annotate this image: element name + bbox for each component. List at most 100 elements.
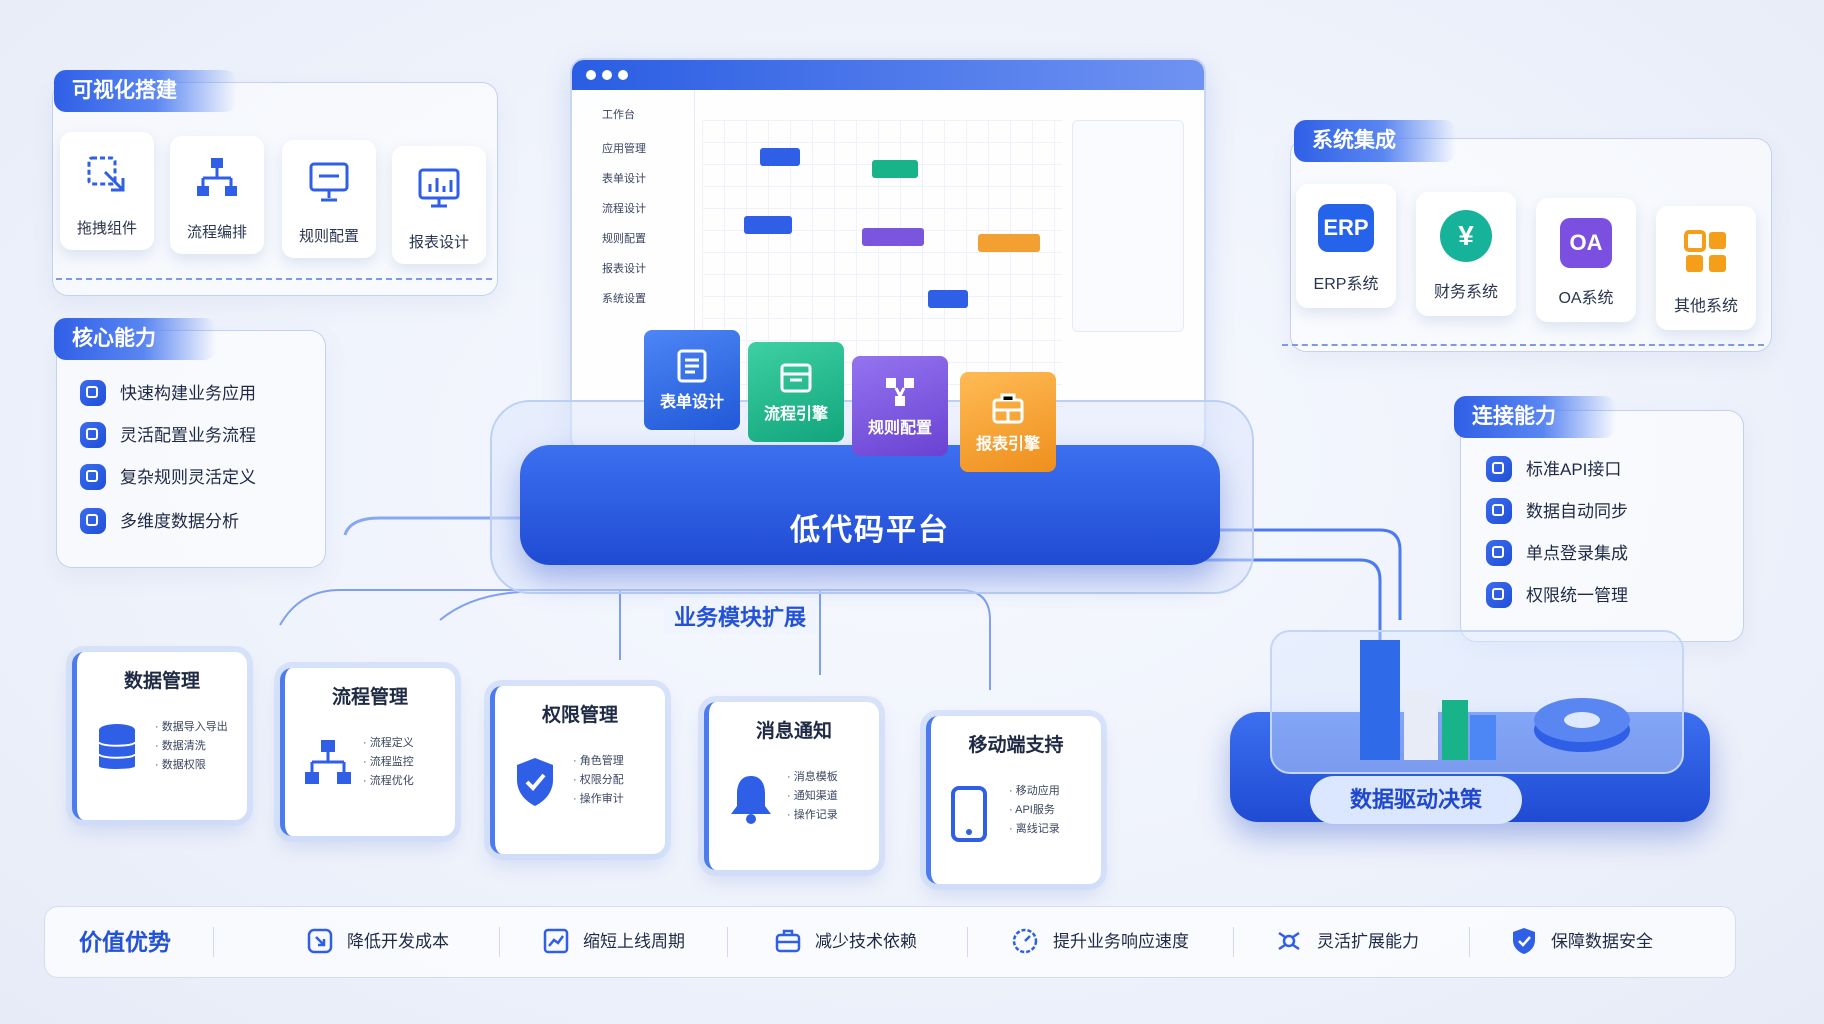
flow-node[interactable] — [862, 228, 924, 246]
menu-item[interactable]: 应用管理 — [602, 143, 646, 155]
menu-item[interactable]: 表单设计 — [602, 173, 646, 185]
sso-icon — [1486, 539, 1512, 566]
bell-icon — [731, 776, 771, 824]
module-title: 移动端支持 — [968, 735, 1064, 756]
flow-node[interactable] — [978, 234, 1040, 252]
module-title: 数据管理 — [123, 671, 200, 692]
module-permission-management[interactable]: 权限管理 角色管理 权限分配 操作审计 — [490, 686, 665, 854]
database-icon — [98, 724, 136, 769]
shield-icon — [517, 758, 553, 806]
permission-user-icon — [1486, 581, 1512, 608]
visual-item-rule[interactable]: 规则配置 — [282, 140, 376, 258]
visual-item-flow[interactable]: 流程编排 — [170, 136, 264, 254]
cube-label: 表单设计 — [659, 394, 724, 411]
form-icon — [677, 349, 707, 383]
flow-tree-icon — [197, 158, 237, 196]
cube-flow-engine[interactable]: 流程引擎 — [748, 342, 844, 442]
module-points: 角色管理 权限分配 操作审计 — [573, 752, 624, 809]
value-item: 缩短上线周期 — [543, 907, 685, 977]
modules-title: 业务模块扩展 — [664, 598, 817, 634]
report-engine-icon — [992, 393, 1024, 424]
value-separator — [1469, 927, 1470, 957]
value-separator — [499, 927, 500, 957]
cube-report-engine[interactable]: 报表引擎 — [960, 372, 1056, 472]
visual-item-report[interactable]: 报表设计 — [392, 146, 486, 264]
visual-item-drag[interactable]: 拖拽组件 — [60, 132, 154, 250]
system-label: 其他系统 — [1673, 298, 1738, 315]
value-separator — [727, 927, 728, 957]
flow-node[interactable] — [872, 160, 918, 178]
cost-down-icon — [307, 928, 333, 953]
rule-node-icon — [886, 378, 914, 406]
visual-item-label: 规则配置 — [298, 228, 359, 245]
cube-label: 规则配置 — [867, 420, 932, 437]
visual-build-title: 可视化搭建 — [54, 70, 237, 112]
connect-item: 单点登录集成 — [1486, 536, 1628, 572]
connect-item: 数据自动同步 — [1486, 494, 1628, 530]
system-label: 财务系统 — [1433, 284, 1498, 301]
flow-engine-icon — [780, 363, 812, 393]
module-point: 流程监控 — [363, 753, 414, 772]
module-message-notification[interactable]: 消息通知 消息模板 通知渠道 操作记录 — [704, 702, 879, 870]
value-item: 保障数据安全 — [1511, 907, 1653, 977]
module-point: API服务 — [1009, 801, 1060, 820]
cube-form-design[interactable]: 表单设计 — [644, 330, 740, 430]
system-finance[interactable]: ¥ 财务系统 — [1416, 192, 1516, 316]
flow-node[interactable] — [760, 148, 800, 166]
menu-item[interactable]: 工作台 — [602, 109, 635, 121]
speed-gauge-icon — [1012, 928, 1038, 953]
core-item: 灵活配置业务流程 — [80, 418, 256, 454]
app-build-icon — [80, 379, 106, 406]
menu-item[interactable]: 流程设计 — [602, 203, 646, 215]
window-dot[interactable] — [586, 70, 596, 80]
value-separator — [213, 927, 214, 957]
system-other[interactable]: 其他系统 — [1656, 206, 1756, 330]
process-config-icon — [80, 421, 106, 448]
decision-label: 数据驱动决策 — [1310, 776, 1522, 824]
module-points: 移动应用 API服务 离线记录 — [1009, 782, 1060, 839]
module-title: 流程管理 — [331, 687, 408, 708]
menu-item[interactable]: 系统设置 — [602, 293, 646, 305]
value-title: 价值优势 — [79, 929, 171, 955]
rule-gear-icon — [80, 463, 106, 490]
module-title: 消息通知 — [755, 721, 832, 742]
sync-icon — [1486, 497, 1512, 524]
flow-node[interactable] — [928, 290, 968, 308]
module-point: 数据导入导出 — [155, 718, 228, 737]
window-dot[interactable] — [602, 70, 612, 80]
platform-base — [520, 445, 1220, 565]
system-label: ERP系统 — [1313, 276, 1379, 293]
cycle-chart-icon — [543, 928, 569, 953]
value-separator — [967, 927, 968, 957]
module-points: 数据导入导出 数据清洗 数据权限 — [155, 718, 228, 775]
visual-item-label: 流程编排 — [186, 224, 247, 241]
cube-rule-config[interactable]: 规则配置 — [852, 356, 948, 456]
value-item: 降低开发成本 — [307, 907, 449, 977]
value-item: 提升业务响应速度 — [1011, 907, 1189, 977]
module-point: 操作记录 — [787, 806, 838, 825]
integration-title: 系统集成 — [1294, 120, 1456, 162]
system-oa[interactable]: OA OA系统 — [1536, 198, 1636, 322]
platform-title: 低代码平台 — [790, 514, 950, 547]
module-point: 通知渠道 — [787, 787, 838, 806]
module-data-management[interactable]: 数据管理 数据导入导出 数据清洗 数据权限 — [72, 652, 247, 820]
module-title: 权限管理 — [541, 705, 618, 726]
value-separator — [1233, 927, 1234, 957]
connect-title: 连接能力 — [1454, 396, 1616, 438]
module-point: 移动应用 — [1009, 782, 1060, 801]
window-dot[interactable] — [618, 70, 628, 80]
module-mobile-support[interactable]: 移动端支持 移动应用 API服务 离线记录 — [926, 716, 1101, 884]
module-point: 数据权限 — [155, 756, 228, 775]
menu-item[interactable]: 规则配置 — [602, 233, 646, 245]
cube-label: 流程引擎 — [763, 406, 828, 423]
toolbox-icon — [775, 929, 801, 952]
core-title: 核心能力 — [54, 318, 216, 360]
value-item: 灵活扩展能力 — [1275, 907, 1419, 977]
module-flow-management[interactable]: 流程管理 流程定义 流程监控 流程优化 — [280, 668, 455, 836]
window-sidebar: 工作台 应用管理 表单设计 流程设计 规则配置 报表设计 系统设置 — [572, 90, 695, 450]
flow-node[interactable] — [744, 216, 792, 234]
menu-item[interactable]: 报表设计 — [602, 263, 646, 275]
system-erp[interactable]: ERP ERP系统 — [1296, 184, 1396, 308]
drag-component-icon — [87, 156, 125, 192]
